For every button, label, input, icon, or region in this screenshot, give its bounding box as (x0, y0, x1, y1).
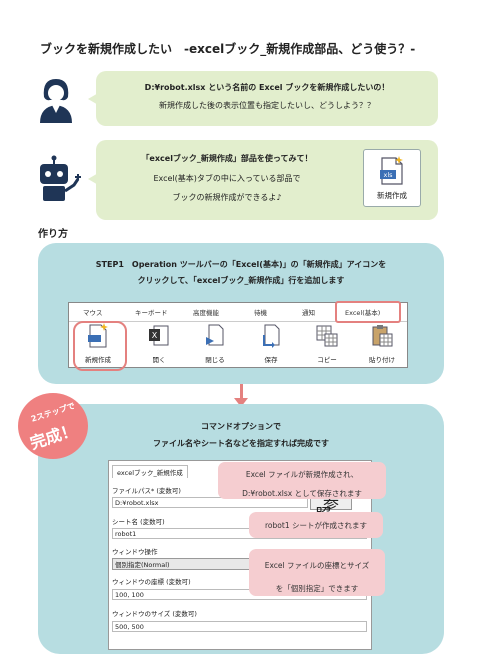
down-arrow-head (234, 398, 248, 407)
tool-copy-label: コピー (317, 356, 337, 364)
callout-3-line-2: を「個別指定」できます (275, 584, 359, 593)
callout-1-line-1: Excel ファイルが新規作成され、 (245, 470, 359, 479)
sheet-name-label: シート名 (変数可) (112, 518, 165, 526)
tab-advanced[interactable]: 高度機能 (193, 309, 219, 317)
woman-avatar-icon (36, 75, 76, 125)
file-path-label: ファイルパス* (変数可) (112, 487, 181, 495)
tool-save[interactable]: 保存 (256, 323, 286, 364)
new-file-card-label: 新規作成 (377, 191, 407, 200)
copy-cells-icon (316, 325, 338, 347)
tab-keyboard[interactable]: キーボード (135, 309, 168, 317)
new-xls-file-icon: xls (380, 156, 403, 185)
user-line-2: 新規作成した後の表示位置も指定したいし、どうしよう？？ (159, 101, 375, 110)
operation-toolbar: マウス キーボード 高度機能 待機 通知 Excel(基本) 新規作成 X 開く… (68, 301, 408, 371)
new-tool-highlight (73, 321, 127, 371)
excel-basic-highlight (335, 301, 401, 323)
tool-paste-label: 貼り付け (369, 356, 395, 364)
new-file-icon (88, 323, 108, 348)
step1-line-2: クリックして、「excelブック_新規作成」行を追加します (137, 276, 345, 285)
robot-line-2: Excel(基本)タブの中に入っている部品で (153, 174, 301, 183)
page-title: ブックを新規作成したい -excelブック_新規作成部品、どう使う？- (40, 42, 416, 56)
toolbar-tab-row: マウス キーボード 高度機能 待機 通知 Excel(基本) (69, 301, 407, 323)
options-title-line-2: ファイル名やシート名などを指定すれば完成です (153, 439, 329, 448)
tool-close-label: 閉じる (205, 356, 225, 364)
step1-line-1: STEP1 Operation ツールバーの「Excel(基本)」の「新規作成」… (95, 260, 387, 269)
tab-excel-basic[interactable]: Excel(基本) (345, 309, 381, 317)
window-op-label: ウィンドウ操作 (112, 548, 158, 556)
options-title: コマンドオプションで ファイル名やシート名などを指定すれば完成です (38, 418, 444, 452)
callout-sheet-created: robot1 シートが作成されます (249, 512, 383, 538)
tool-open-label: 開く (152, 356, 166, 364)
tool-save-label: 保存 (264, 356, 278, 364)
robot-line-3: ブックの新規作成ができるよ♪ (172, 193, 282, 202)
robot-avatar-icon (34, 155, 84, 203)
callout-2-text: robot1 シートが作成されます (265, 521, 367, 530)
new-file-card: xls 新規作成 (363, 149, 421, 207)
tool-paste[interactable]: 貼り付け (367, 323, 397, 364)
window-pos-label: ウィンドウの座標 (変数可) (112, 578, 191, 586)
robot-line-1: 「excelブック_新規作成」部品を使ってみて！ (141, 154, 313, 163)
callout-1-line-2: D:¥robot.xlsx として保存されます (242, 489, 362, 498)
user-speech-bubble: D:¥robot.xlsx という名前の Excel ブックを新規作成したいの！… (96, 71, 438, 126)
tool-new[interactable]: 新規作成 (83, 323, 113, 364)
tab-mouse[interactable]: マウス (83, 309, 103, 317)
callout-file-created: Excel ファイルが新規作成され、 D:¥robot.xlsx として保存され… (218, 462, 386, 499)
paste-icon (372, 325, 393, 347)
two-steps-badge: 2ステップで 完成！ (18, 393, 88, 459)
options-title-line-1: コマンドオプションで (201, 422, 281, 431)
save-file-icon (263, 324, 280, 348)
tool-new-label: 新規作成 (85, 356, 111, 364)
close-file-icon (206, 324, 224, 346)
file-path-field[interactable]: D:¥robot.xlsx (112, 497, 308, 508)
tab-notify[interactable]: 通知 (302, 309, 315, 317)
window-size-label: ウィンドウのサイズ (変数可) (112, 610, 197, 618)
callout-3-line-1: Excel ファイルの座標とサイズ (264, 561, 370, 570)
form-tab[interactable]: excelブック_新規作成 (112, 465, 188, 478)
callout-window-position: Excel ファイルの座標とサイズ を「個別指定」できます (249, 549, 385, 596)
tool-close[interactable]: 閉じる (200, 323, 230, 364)
open-excel-icon: X (149, 325, 169, 346)
svg-text:X: X (152, 331, 158, 340)
window-size-field[interactable]: 500, 500 (112, 621, 367, 632)
tool-copy[interactable]: コピー (312, 323, 342, 364)
svg-text:xls: xls (383, 171, 393, 179)
down-arrow-icon (240, 384, 243, 400)
step1-text: STEP1 Operation ツールバーの「Excel(基本)」の「新規作成」… (38, 257, 444, 289)
tool-open[interactable]: X 開く (144, 323, 174, 364)
user-line-1: D:¥robot.xlsx という名前の Excel ブックを新規作成したいの！ (144, 83, 390, 92)
howto-heading: 作り方 (38, 229, 68, 240)
tab-wait[interactable]: 待機 (254, 309, 267, 317)
